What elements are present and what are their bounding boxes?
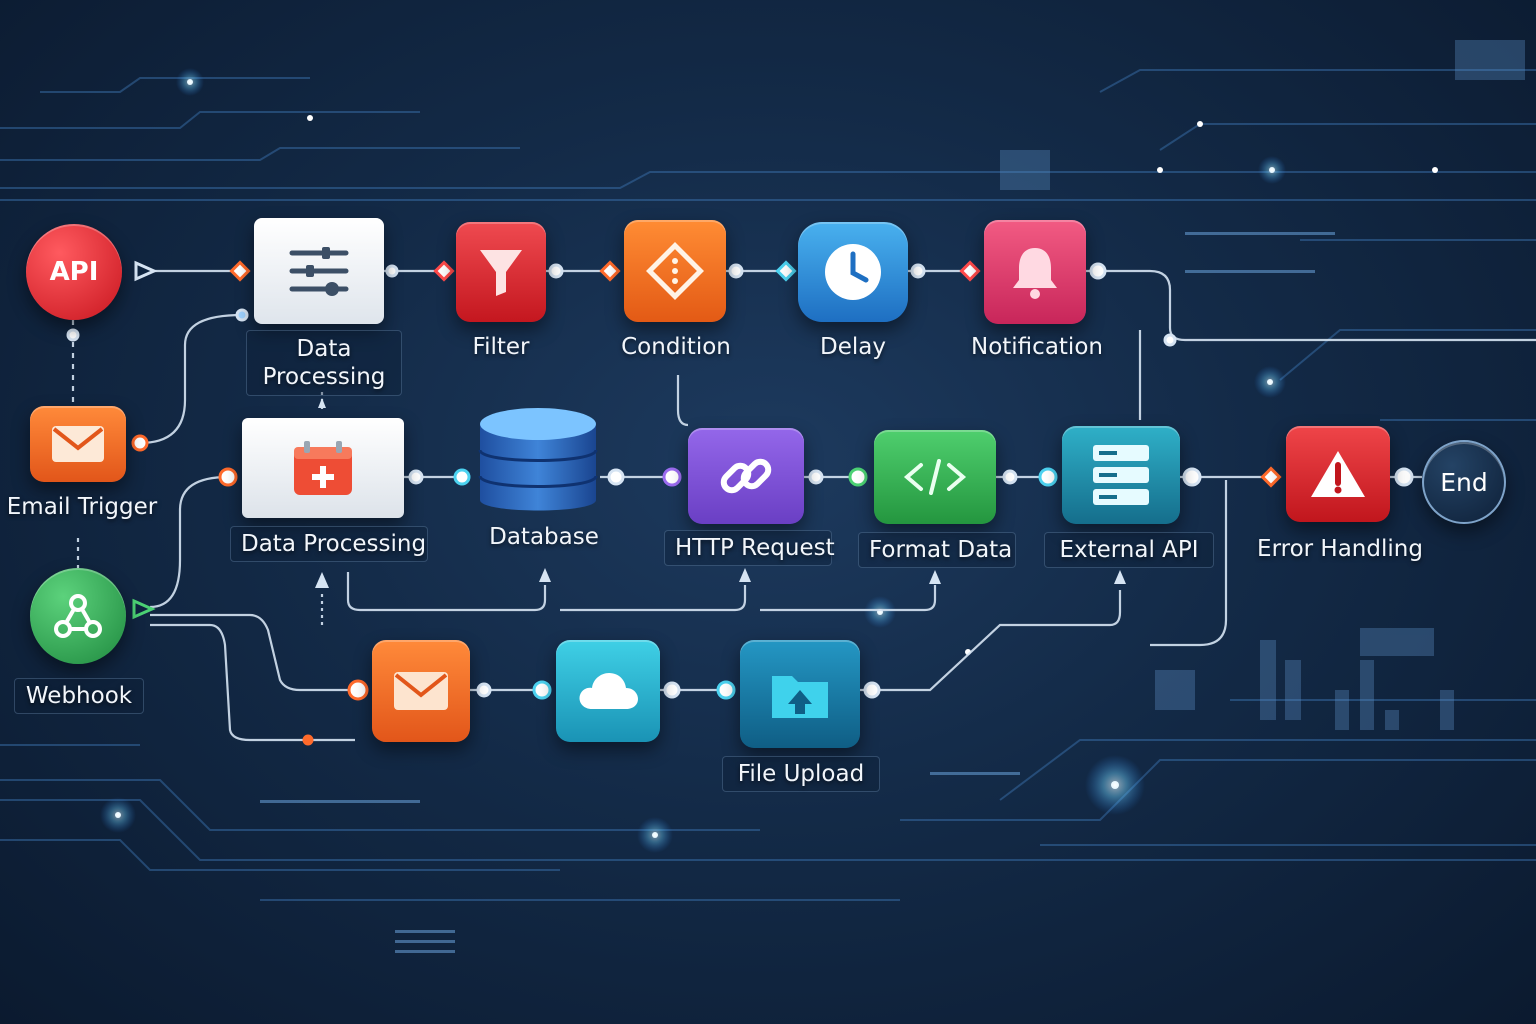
external-api-label: External API: [1044, 532, 1214, 568]
delay-label: Delay: [820, 334, 886, 360]
format-data-node[interactable]: [874, 430, 996, 524]
api-node[interactable]: API: [26, 224, 122, 320]
cloud-node[interactable]: [556, 640, 660, 742]
data-processing-top-node[interactable]: [254, 218, 384, 324]
external-api-node[interactable]: [1062, 426, 1180, 524]
notification-label: Notification: [971, 334, 1103, 360]
filter-node[interactable]: [456, 222, 546, 322]
warning-icon: [1311, 451, 1365, 497]
clock-icon: [825, 244, 881, 300]
condition-label: Condition: [621, 334, 731, 360]
email-trigger-label: Email Trigger: [6, 494, 158, 520]
server-icon: [1093, 445, 1149, 505]
webhook-label: Webhook: [14, 678, 144, 714]
http-request-node[interactable]: [688, 428, 804, 524]
format-data-label: Format Data: [858, 532, 1016, 568]
bell-icon: [1013, 248, 1057, 299]
notification-node[interactable]: [984, 220, 1086, 324]
database-label: Database: [489, 524, 599, 550]
end-node-text: End: [1440, 467, 1488, 497]
data-processing-mid-label: Data Processing: [230, 526, 428, 562]
data-processing-top-label: Data Processing: [246, 330, 402, 396]
data-processing-top-label-line1: Data: [296, 336, 352, 362]
delay-node[interactable]: [798, 222, 908, 322]
filter-label: Filter: [472, 334, 530, 360]
database-icon: [478, 408, 598, 511]
calendar-plus-icon: [294, 441, 352, 495]
code-icon: [903, 459, 967, 495]
email-trigger-node[interactable]: [30, 406, 126, 482]
webhook-icon: [54, 594, 102, 638]
data-processing-mid-node[interactable]: [242, 418, 404, 518]
file-upload-node[interactable]: [740, 640, 860, 748]
http-request-label: HTTP Request: [664, 530, 835, 566]
condition-node[interactable]: [624, 220, 726, 322]
folder-upload-icon: [772, 676, 828, 718]
branch-icon: [646, 242, 704, 300]
api-node-text: API: [49, 257, 99, 287]
file-upload-label: File Upload: [722, 756, 880, 792]
sliders-icon: [289, 247, 349, 296]
funnel-icon: [480, 250, 522, 296]
email-bottom-node[interactable]: [372, 640, 470, 742]
error-handling-label: Error Handling: [1257, 536, 1423, 562]
error-handling-node[interactable]: [1286, 426, 1390, 522]
envelope-icon: [394, 672, 448, 710]
link-icon: [720, 458, 772, 494]
envelope-icon: [52, 426, 104, 462]
database-node[interactable]: [474, 404, 602, 520]
cloud-icon: [579, 673, 638, 709]
end-node[interactable]: End: [1422, 440, 1506, 524]
webhook-node[interactable]: [30, 568, 126, 664]
data-processing-top-label-line2: Processing: [262, 364, 386, 390]
